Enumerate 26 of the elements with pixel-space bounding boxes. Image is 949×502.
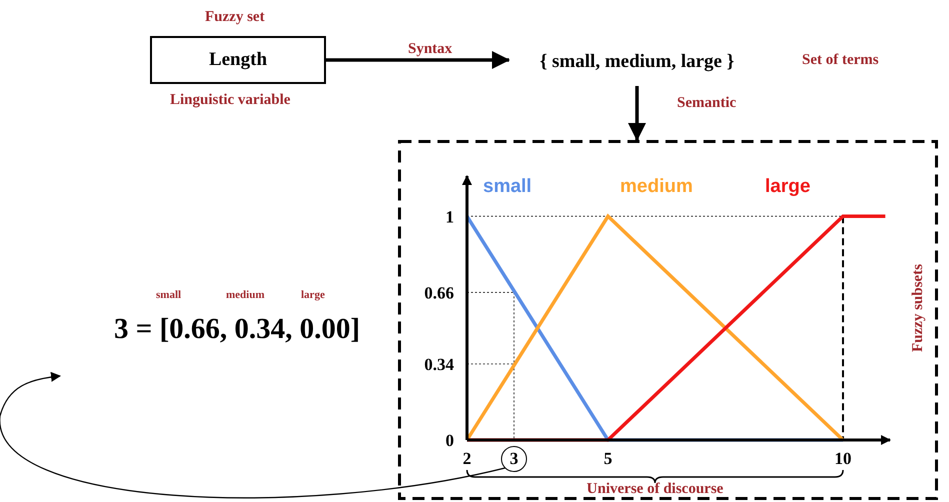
tick-label: 0.34 (424, 354, 454, 374)
variable-box: Length (150, 36, 326, 84)
node-label: Linguistic variable (170, 92, 290, 109)
tick-label: 10 (834, 449, 852, 468)
annotation-text: Set of terms (802, 52, 879, 69)
series-label: small (483, 176, 532, 197)
tick-label: 5 (604, 449, 612, 468)
circled-number: 3 (501, 446, 527, 472)
tick-label: 2 (462, 449, 472, 468)
tick-label: 0.66 (424, 283, 454, 302)
edge-label: Semantic (677, 95, 736, 112)
arrow (0, 372, 506, 498)
tick-label: 0 (446, 431, 454, 450)
tick-label: 1 (446, 207, 454, 226)
arrow (628, 86, 646, 141)
term-set-text: { small, medium, large } (513, 50, 761, 74)
axis-title: Universe of discourse (586, 481, 724, 498)
arrow (326, 51, 510, 69)
node-label: Fuzzy set (205, 9, 265, 26)
edge-label: Syntax (408, 41, 452, 58)
node-label: small (156, 289, 182, 301)
series-label: medium (620, 176, 693, 197)
node-label: medium (226, 289, 264, 301)
series-label: large (765, 176, 810, 197)
node-label: large (301, 289, 325, 301)
equation-text: 3 = [0.66, 0.34, 0.00] (76, 312, 398, 346)
